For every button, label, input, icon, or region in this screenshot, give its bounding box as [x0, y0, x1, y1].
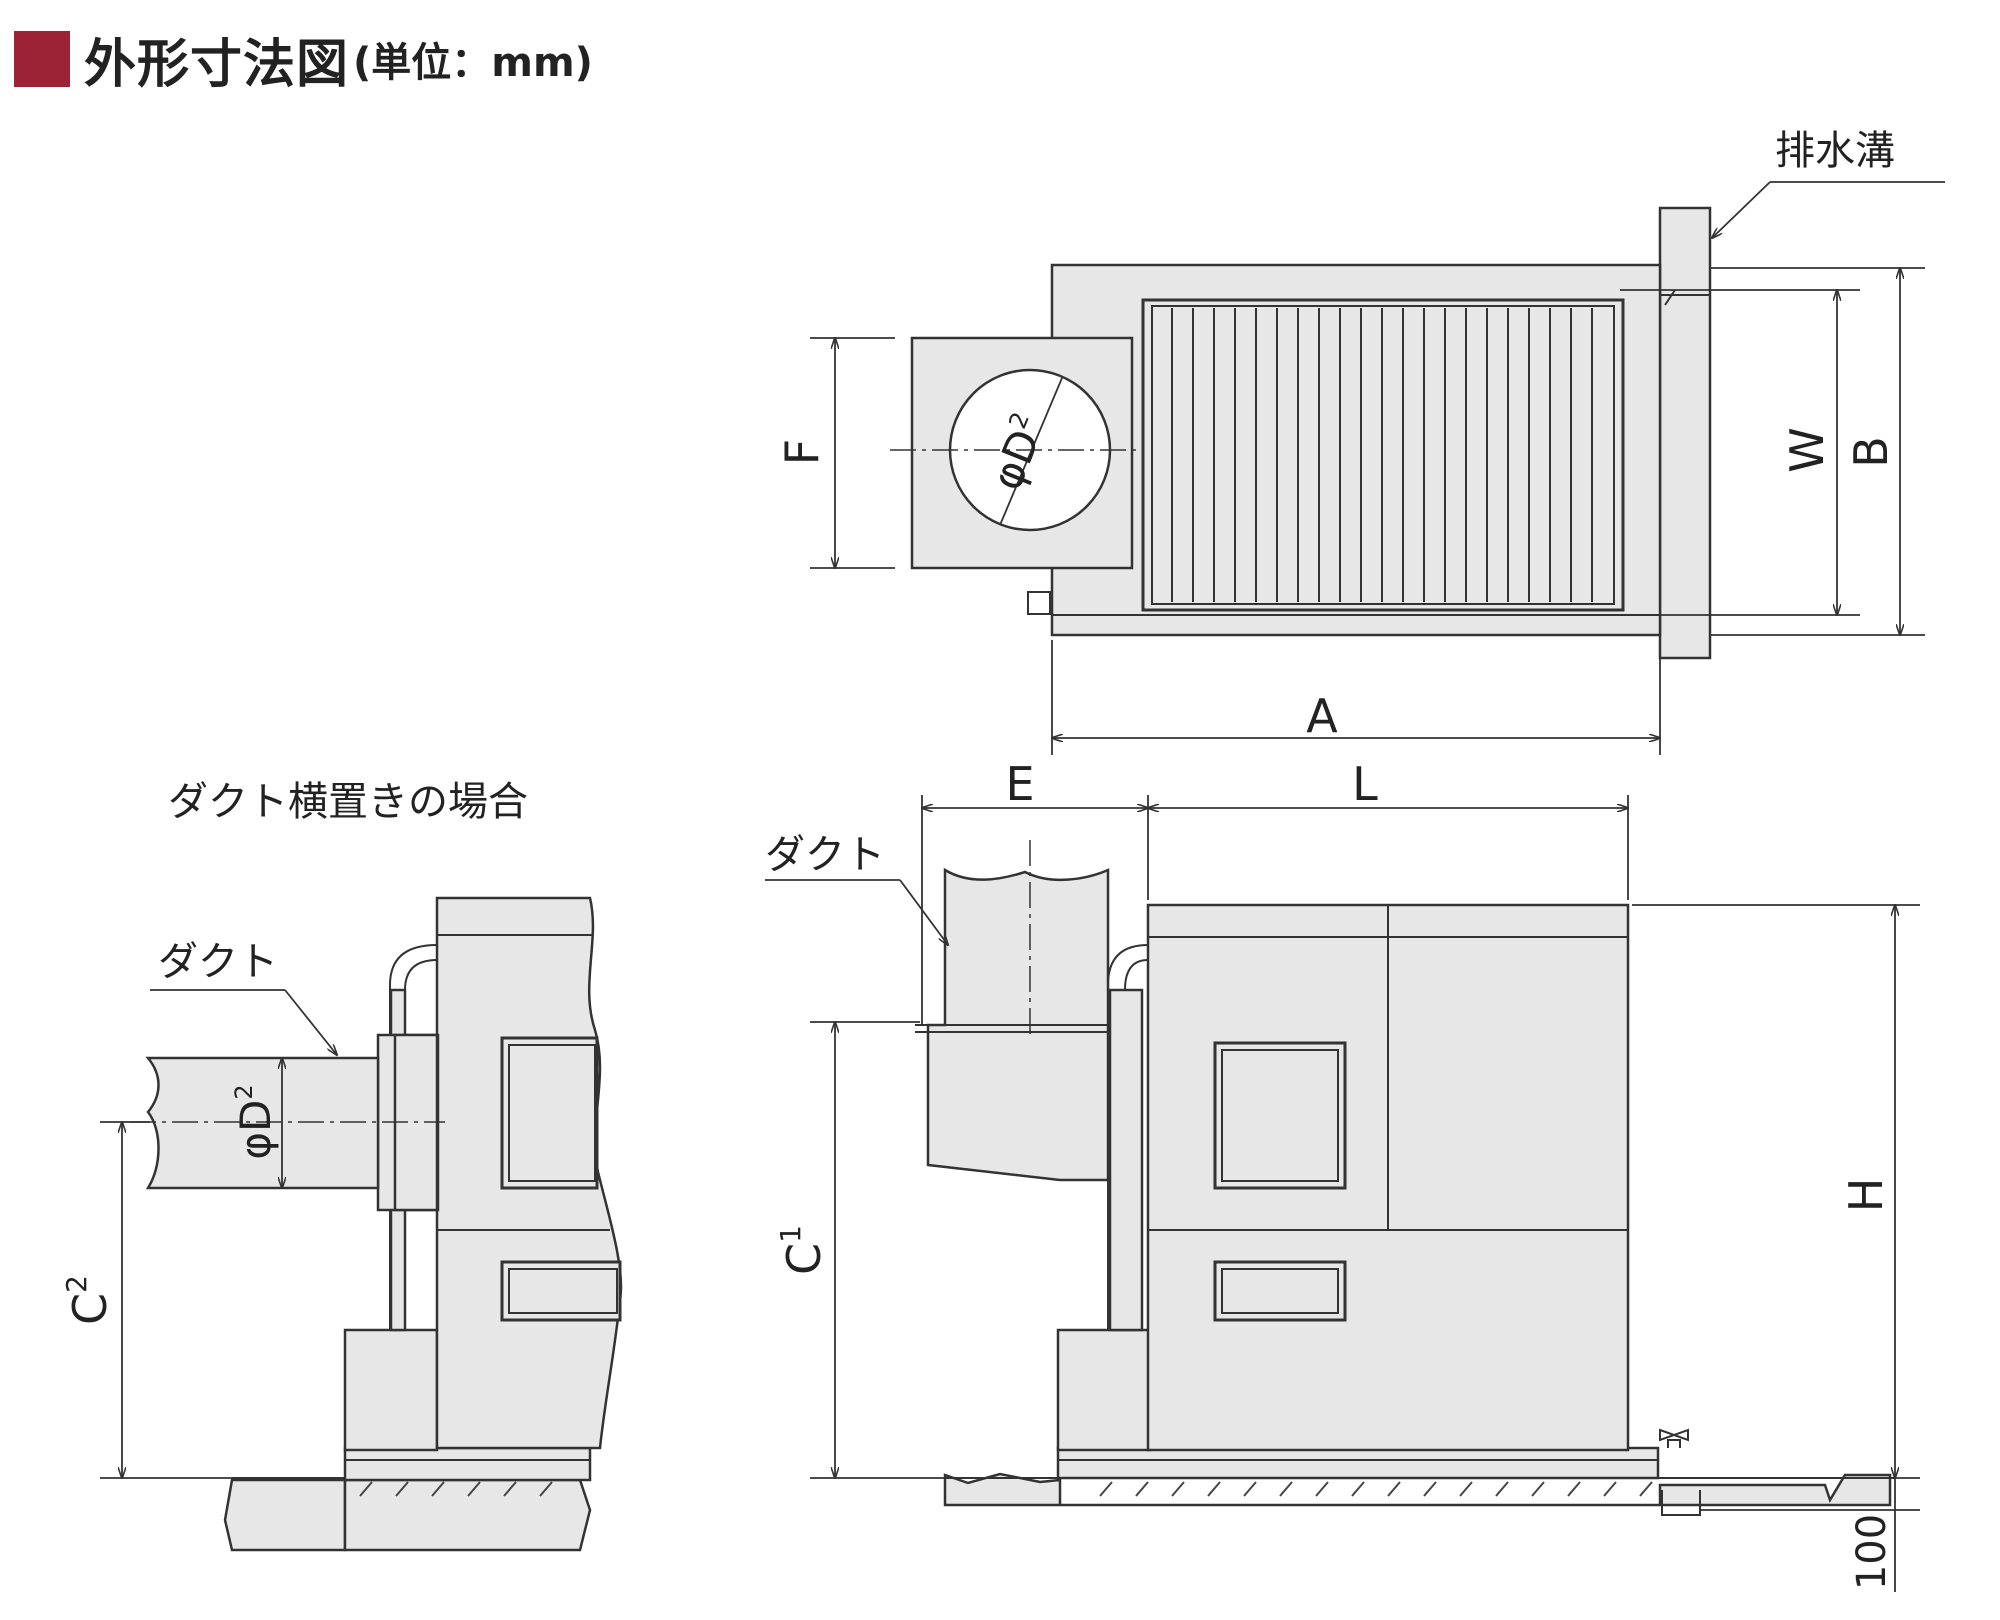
- drain-ditch-label: 排水溝: [1775, 128, 1895, 174]
- dim-100-label: 100: [1849, 1514, 1895, 1590]
- page-header: 外形寸法図 (単位：mm): [14, 24, 593, 95]
- unit-label: (単位：mm): [353, 40, 593, 86]
- duct-label-side: ダクト: [158, 939, 278, 985]
- ground-front: [943, 1472, 1892, 1507]
- dim-C1-label: C1: [774, 1225, 831, 1275]
- ground-hatch-side: [359, 1481, 553, 1497]
- page-title: 外形寸法図: [84, 34, 350, 95]
- drain-ditch: [1658, 206, 1712, 660]
- dim-W-label: W: [1780, 427, 1834, 472]
- front-view: E L ダクト C1 H 100: [765, 757, 1920, 1592]
- pump-box: [1056, 1328, 1152, 1452]
- access-panel-upper: [1213, 1041, 1347, 1190]
- dim-C2-label: C2: [60, 1275, 117, 1325]
- dim-F-label: F: [775, 439, 829, 465]
- duct-side: [145, 1056, 380, 1190]
- dim-B-label: B: [1844, 436, 1898, 468]
- ground-hatch-front: [1099, 1481, 1653, 1497]
- dim-E-label: E: [1005, 757, 1034, 811]
- louver-slats: [1171, 308, 1593, 602]
- dim-phiD2-label-side: φD2: [230, 1084, 280, 1159]
- top-view: F φD2 W B A 排水溝: [775, 128, 1945, 755]
- duct-horizontal-case-label: ダクト横置きの場合: [168, 779, 528, 825]
- dim-A-label: A: [1306, 689, 1338, 743]
- pump-box-side: [343, 1328, 439, 1452]
- side-view-duct-horizontal: ダクト横置きの場合 ダクト: [60, 779, 623, 1552]
- duct-label-front: ダクト: [765, 832, 885, 878]
- base-plinth: [1056, 1446, 1660, 1480]
- access-panel-lower: [1213, 1260, 1347, 1322]
- dim-L-label: L: [1352, 757, 1378, 811]
- ground-side: [223, 1478, 347, 1552]
- dim-H-label: H: [1839, 1178, 1893, 1213]
- title-marker-square: [14, 31, 70, 87]
